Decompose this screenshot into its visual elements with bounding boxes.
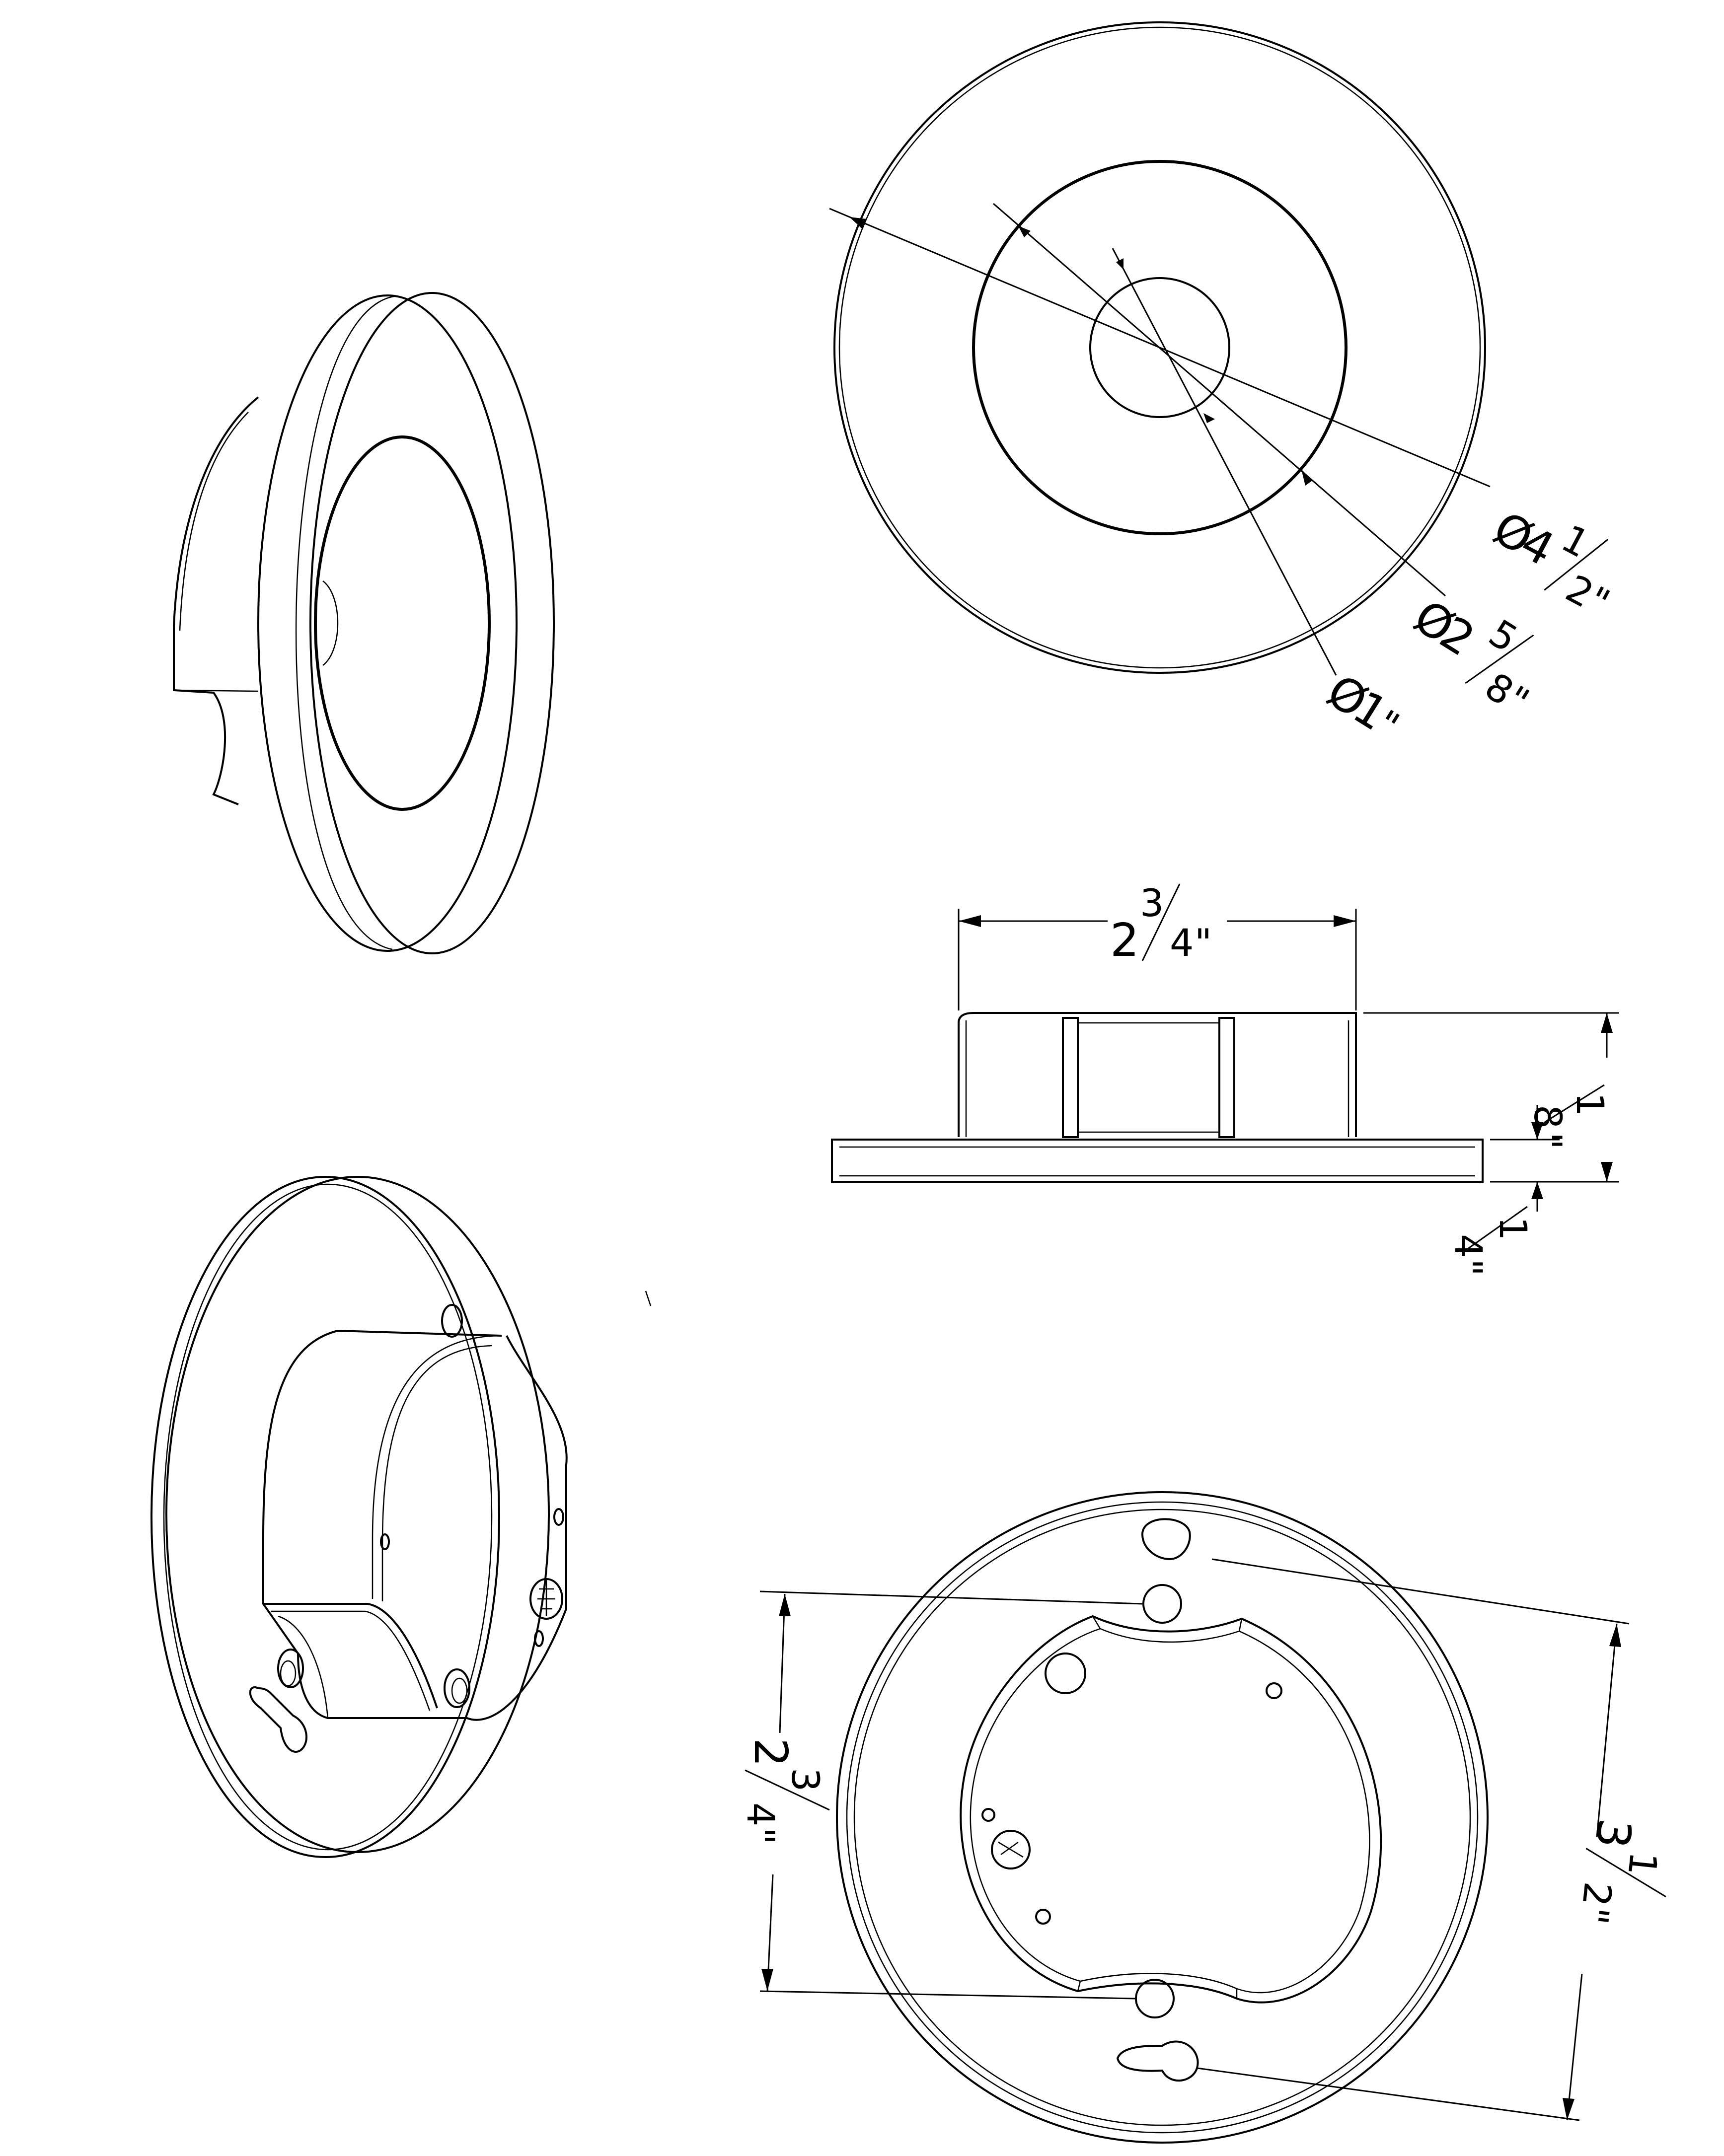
boss-width-unit: "	[1195, 921, 1212, 965]
hole-spacing-numerator: 3	[783, 1768, 827, 1792]
boss-height-numerator: 1	[1568, 1092, 1612, 1116]
ground-symbol-bottom-icon	[991, 1830, 1031, 1869]
boss-height-unit: "	[1526, 1132, 1570, 1150]
boss-width-whole: 2	[1110, 914, 1139, 967]
hole-spacing-denominator: 4	[739, 1802, 783, 1826]
boss-width-numerator: 3	[1140, 881, 1164, 925]
keyhole-spacing-whole: 3	[1585, 1816, 1642, 1851]
hole-spacing-whole: 2	[744, 1738, 797, 1767]
top-view: Ø 4 1 2 " Ø 2 5 8 " Ø 1 "	[829, 21, 1617, 748]
boss-width-denominator: 4	[1170, 921, 1194, 965]
isometric-back-view	[150, 1176, 652, 1858]
plate-thickness-unit: "	[1446, 1259, 1491, 1276]
side-view: 2 3 4 " 1 8 " 1 4 "	[831, 881, 1619, 1276]
keyhole-spacing-denominator: 2	[1574, 1880, 1621, 1908]
outer-diameter-numerator: 1	[1555, 516, 1596, 566]
hole-spacing-unit: "	[739, 1827, 783, 1845]
plate-thickness-denominator: 4	[1446, 1234, 1491, 1258]
mid-diameter-numerator: 5	[1482, 611, 1525, 661]
keyhole-spacing-unit: "	[1572, 1905, 1618, 1927]
plate-thickness-numerator: 1	[1491, 1217, 1535, 1240]
keyhole-spacing-numerator: 1	[1619, 1850, 1666, 1878]
isometric-front-view	[173, 292, 555, 954]
bottom-view: 2 3 4 " 3 1 2 "	[739, 1491, 1666, 2144]
